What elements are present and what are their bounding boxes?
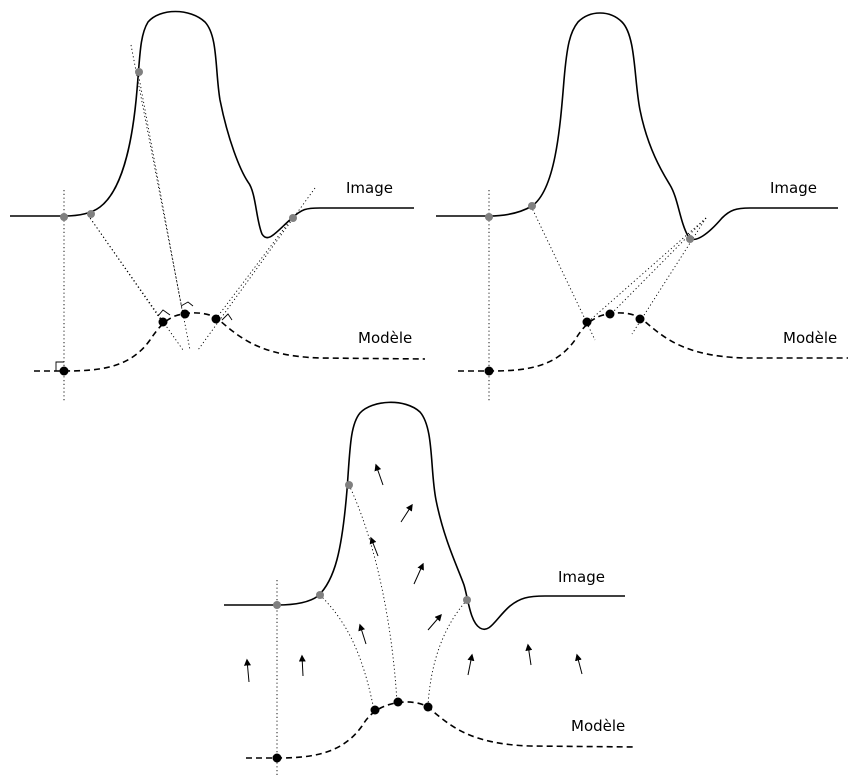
image-point [345, 481, 353, 489]
model-point [605, 309, 615, 319]
right-angle-marks [55, 301, 233, 371]
image-point [528, 202, 536, 210]
image-point [87, 210, 95, 218]
model-point [211, 314, 221, 324]
model-point [393, 697, 403, 707]
image-label: Image [770, 179, 817, 197]
image-contour [436, 12, 838, 241]
image-label: Image [558, 568, 605, 586]
image-point [686, 235, 694, 243]
model-point [158, 317, 168, 327]
image-contour [10, 10, 414, 239]
model-point [272, 753, 282, 763]
displacement-arrows [244, 463, 583, 683]
model-contour [34, 312, 426, 372]
model-point [635, 314, 645, 324]
model-point [423, 702, 433, 712]
image-point [60, 213, 68, 221]
panel-top-right: Image Modèle [436, 12, 848, 402]
image-point [463, 596, 471, 604]
correspondence-lines [276, 484, 468, 775]
model-point [370, 705, 380, 715]
panel-top-left: Image Modèle [10, 10, 426, 402]
model-point [484, 366, 494, 376]
image-point [485, 213, 493, 221]
image-point [316, 591, 324, 599]
model-label: Modèle [358, 329, 412, 347]
model-label: Modèle [571, 717, 625, 735]
model-point [59, 366, 69, 376]
model-point [180, 309, 190, 319]
panel-bottom: Image Modèle [224, 401, 636, 775]
model-point [582, 317, 592, 327]
correspondence-lines [63, 44, 316, 402]
image-contour [224, 401, 625, 631]
image-label: Image [346, 179, 393, 197]
image-point [273, 601, 281, 609]
image-point [135, 68, 143, 76]
image-point [289, 214, 297, 222]
model-contour [246, 701, 636, 759]
correspondence-lines [488, 190, 707, 402]
model-label: Modèle [783, 329, 837, 347]
model-contour [458, 312, 848, 372]
